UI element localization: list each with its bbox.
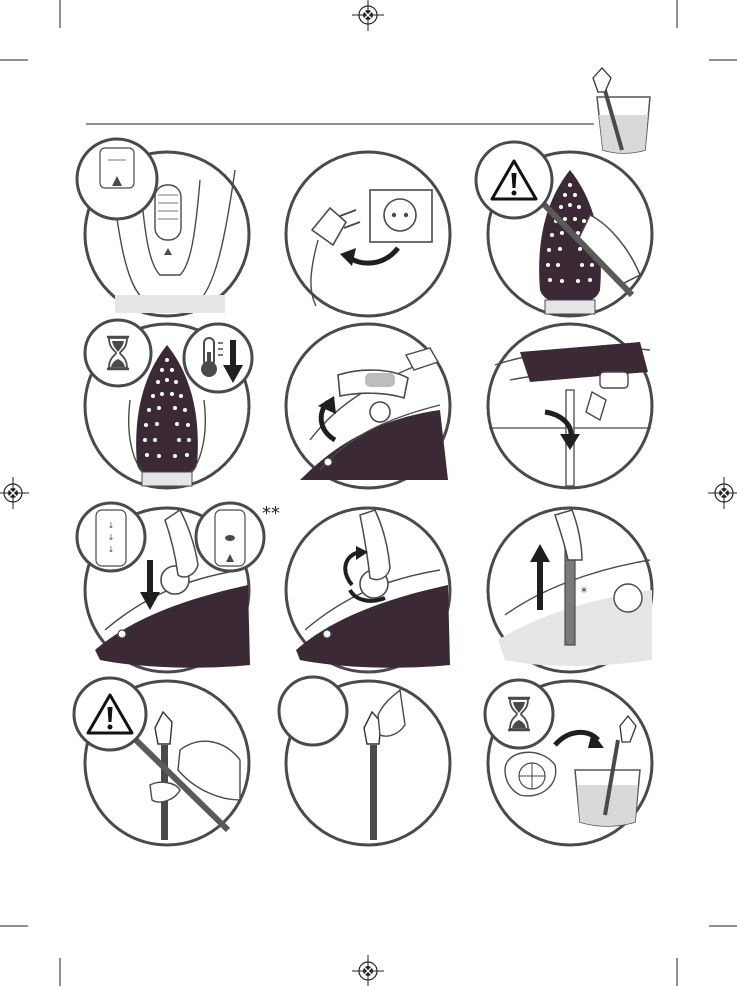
step-11-hold-rod (279, 677, 450, 845)
svg-text:*: * (581, 585, 587, 599)
step-2-unplug (286, 152, 450, 316)
registration-mark-icon (352, 955, 384, 986)
svg-text:↓: ↓ (108, 521, 115, 530)
svg-text:↓: ↓ (108, 545, 115, 554)
step-6-open-cap-detail (488, 324, 652, 488)
step-1-water-tank (77, 139, 249, 316)
step-4-cool-down (85, 320, 252, 488)
footnote-mark: ** (262, 503, 280, 524)
svg-text:↓: ↓ (108, 533, 115, 542)
step-9-pull-rod: * (488, 508, 652, 672)
step-3-warning-hot (476, 142, 652, 316)
registration-mark-icon (708, 477, 737, 509)
registration-mark-icon (0, 477, 29, 509)
step-5-lift-cap (286, 324, 450, 488)
step-10-warning-rod (74, 678, 249, 845)
header-glass-icon (593, 68, 650, 153)
step-12-soak-rod (485, 680, 652, 845)
step-7-press-button: ↓ ↓ ↓ ** (77, 503, 280, 672)
step-8-turn-knob (286, 508, 450, 672)
registration-mark-icon (352, 0, 384, 31)
